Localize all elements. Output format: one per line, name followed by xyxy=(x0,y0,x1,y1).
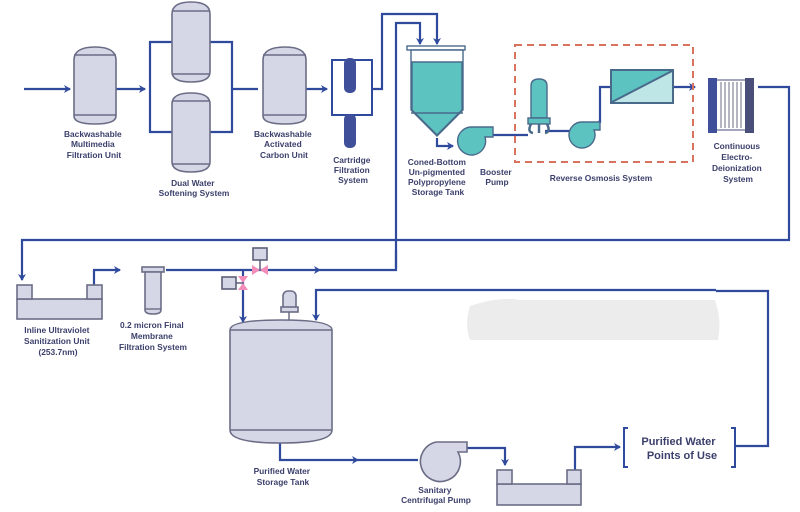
purified-water-storage-tank[interactable] xyxy=(229,290,333,444)
ro-membrane[interactable] xyxy=(610,69,674,104)
softener-vessel-top[interactable] xyxy=(171,1,211,83)
tank-inlet-valve[interactable] xyxy=(221,276,248,290)
recirculation-valve[interactable] xyxy=(252,247,268,275)
cedi-stack[interactable] xyxy=(708,78,754,133)
points-of-use[interactable]: Purified Water Points of Use xyxy=(623,427,736,468)
final-membrane-filter[interactable] xyxy=(141,266,165,315)
sanitary-centrifugal-pump[interactable] xyxy=(419,441,468,483)
pipe-cartridge-to-tank xyxy=(372,12,441,91)
reverse-osmosis-boundary xyxy=(514,44,694,163)
pipe-pou-return xyxy=(716,289,770,448)
label-points-of-use: Purified Water Points of Use xyxy=(641,436,718,462)
cartridge-filter[interactable] xyxy=(331,58,373,148)
distribution-heat-exchanger[interactable] xyxy=(496,469,582,506)
ro-prefilter-vessel[interactable] xyxy=(527,78,551,135)
multimedia-filtration-vessel[interactable] xyxy=(73,46,117,125)
softener-vessel-bottom[interactable] xyxy=(171,92,211,173)
pipe-return-loop xyxy=(312,288,716,321)
label-final-filter: 0.2 micron Final Membrane Filtration Sys… xyxy=(119,320,187,352)
redacted-area xyxy=(467,298,720,340)
label-sanitary-pump: Sanitary Centrifugal Pump xyxy=(401,485,471,505)
uv-sanitization-unit[interactable] xyxy=(16,284,103,320)
coned-storage-tank[interactable] xyxy=(406,45,466,137)
label-pw-storage-tank: Purified Water Storage Tank xyxy=(254,466,313,487)
label-cartridge-filtration: Cartridge Filtration System xyxy=(333,155,373,185)
pipe-pump-to-heat-exchanger xyxy=(465,446,509,466)
label-coned-storage-tank: Coned-Bottom Un-pigmented Polypropylene … xyxy=(408,157,468,197)
label-uv-unit: Inline Ultraviolet Sanitization Unit (25… xyxy=(24,325,92,357)
pipe-softener-merge xyxy=(210,40,258,134)
pipe-valve-to-return xyxy=(320,250,398,272)
pipe-cedi-outlet xyxy=(18,85,791,281)
label-cedi: Continuous Electro- Deionization System xyxy=(712,141,764,184)
pipe-pw-tank-to-pump xyxy=(278,443,359,464)
ro-high-pressure-pump[interactable] xyxy=(568,121,601,149)
label-reverse-osmosis: Reverse Osmosis System xyxy=(550,173,652,183)
pipe-hx-to-pou xyxy=(573,443,621,470)
pipe-uv-to-filter xyxy=(92,266,121,285)
pipe-tank-to-booster xyxy=(435,138,454,150)
pipe-softener-split xyxy=(148,40,172,134)
label-carbon-unit: Backwashable Activated Carbon Unit xyxy=(254,129,314,160)
pipe-ro-pump-to-membrane xyxy=(598,85,610,124)
label-booster-pump: Booster Pump xyxy=(480,167,514,187)
label-multimedia-filter: Backwashable Multimedia Filtration Unit xyxy=(64,129,124,160)
booster-pump[interactable] xyxy=(456,126,494,156)
carbon-unit-vessel[interactable] xyxy=(262,46,307,125)
label-softening-system: Dual Water Softening System xyxy=(159,178,230,198)
pipe-recirc-into-tank xyxy=(394,21,424,268)
